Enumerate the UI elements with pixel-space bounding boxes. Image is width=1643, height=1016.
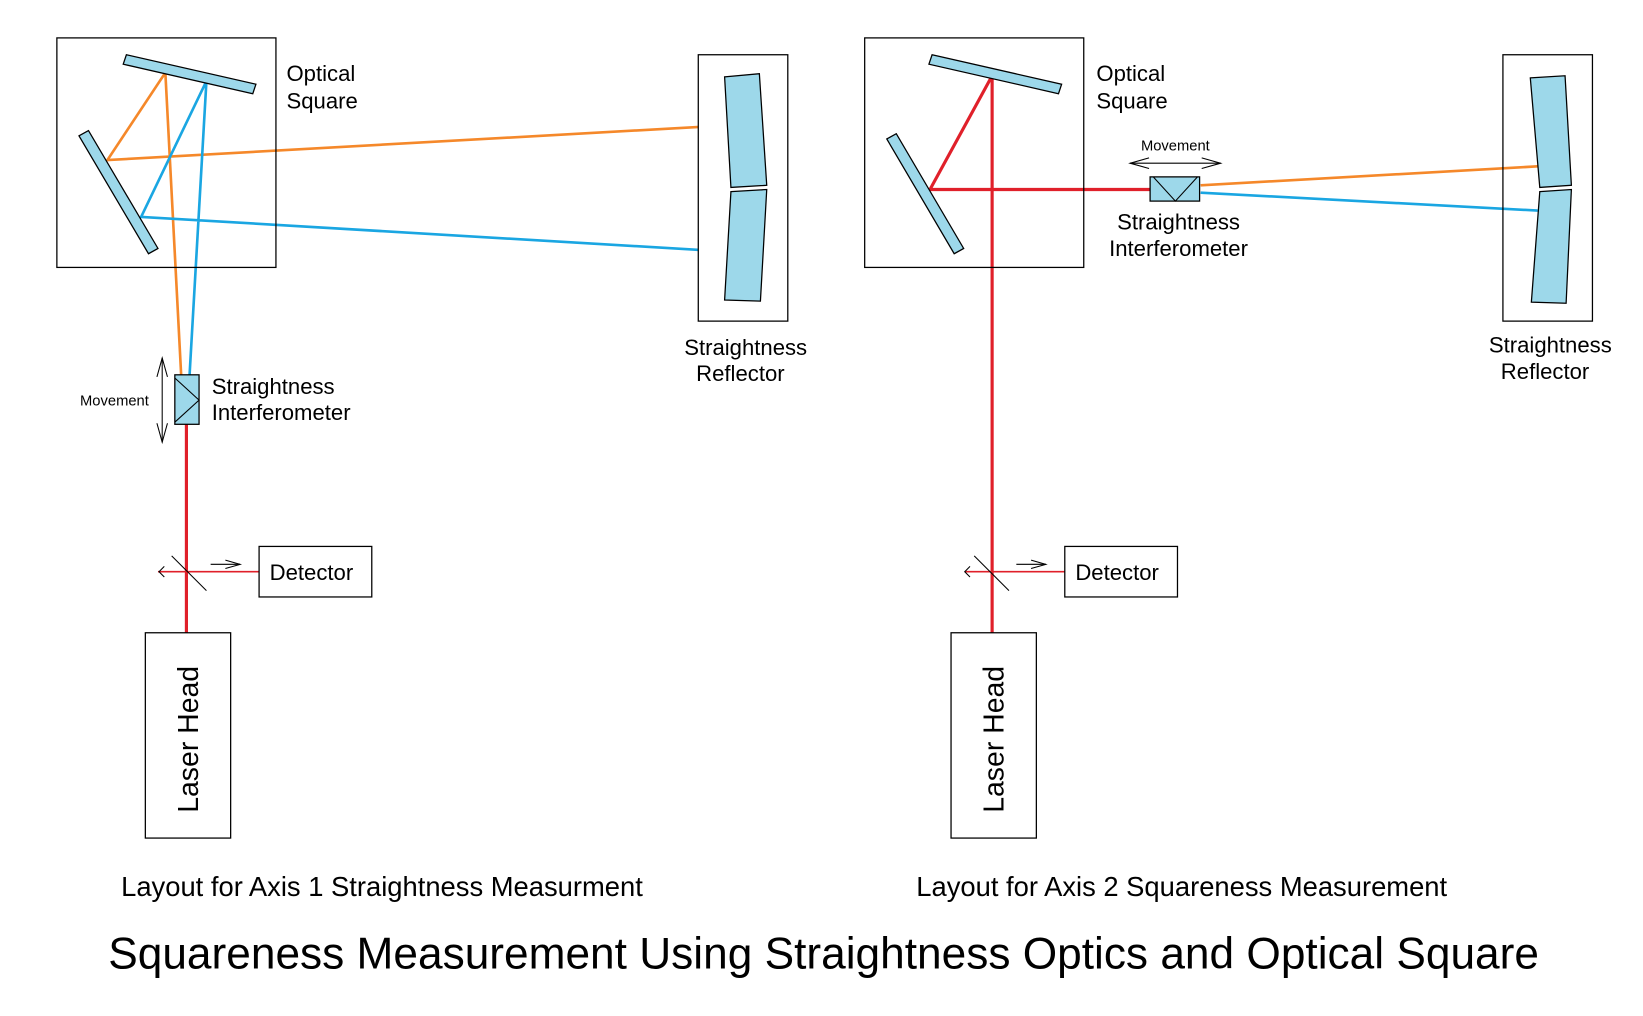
- left-laser-head-label: Laser Head: [173, 666, 205, 813]
- right-reflector-upper-mirror: [1529, 75, 1573, 189]
- left-layout: Optical Square Straightness Reflector St…: [56, 37, 807, 902]
- left-caption: Layout for Axis 1 Straightness Measurmen…: [121, 871, 643, 902]
- right-interferometer: [1149, 176, 1201, 202]
- left-detector-arrow-icon: [210, 559, 243, 570]
- right-detector-arrow-icon: [1016, 559, 1048, 570]
- left-movement-label: Movement: [80, 393, 149, 409]
- left-interferometer: [174, 374, 200, 425]
- right-optical-square-mirror-left: [885, 132, 965, 255]
- right-movement-label: Movement: [1141, 139, 1210, 155]
- left-interferometer-label-2: Interferometer: [212, 400, 351, 425]
- left-optical-square-label-2: Square: [286, 88, 357, 113]
- left-interferometer-prism-lines: [174, 377, 200, 423]
- right-detector-box: [1064, 545, 1179, 598]
- right-detector-label: Detector: [1075, 560, 1159, 585]
- right-interferometer-prism-lines: [1152, 176, 1198, 202]
- right-movement-arrow-icon: [1128, 157, 1223, 169]
- right-interferometer-label-2: Interferometer: [1109, 236, 1248, 261]
- left-laser-head-box: [144, 632, 232, 839]
- left-reflector-label-2: Reflector: [696, 361, 784, 386]
- diagram-title: Squareness Measurement Using Straightnes…: [108, 930, 1539, 979]
- left-optical-square-mirror-top: [122, 54, 257, 95]
- right-optical-square-label-1: Optical: [1096, 61, 1165, 86]
- left-optical-square-box: [56, 37, 277, 269]
- right-interferometer-label-1: Straightness: [1117, 210, 1240, 235]
- right-reflector-label-2: Reflector: [1501, 359, 1589, 384]
- left-optical-square-mirror-left: [78, 129, 159, 255]
- right-orange-beam: [1200, 165, 1538, 187]
- left-blue-beam: [139, 80, 729, 375]
- right-optical-square-label-2: Square: [1096, 88, 1167, 113]
- left-interferometer-label-1: Straightness: [212, 374, 335, 399]
- right-reflector-label-1: Straightness: [1489, 333, 1612, 358]
- right-blue-beam: [1200, 191, 1538, 212]
- right-caption: Layout for Axis 2 Squareness Measurement: [916, 871, 1447, 902]
- right-optical-square-mirror-top: [928, 54, 1063, 95]
- right-optical-square-box: [864, 37, 1085, 269]
- right-laser-head-label: Laser Head: [979, 666, 1011, 813]
- left-detector-box: [258, 545, 373, 598]
- left-reflector-label-1: Straightness: [684, 335, 807, 360]
- left-reflector-lower-mirror: [723, 188, 768, 302]
- right-beam-splitter: [973, 555, 1010, 592]
- right-laser-head-box: [950, 632, 1037, 839]
- left-detector-label: Detector: [270, 560, 354, 585]
- left-splitter-back-arrow-icon: [158, 566, 165, 578]
- left-orange-beam: [104, 68, 729, 375]
- right-square-beam: [927, 75, 1151, 192]
- left-movement-arrow-icon: [156, 356, 168, 445]
- right-reflector-lower-mirror: [1530, 188, 1573, 304]
- right-splitter-back-arrow-icon: [963, 566, 971, 578]
- left-beam-splitter: [171, 555, 207, 592]
- left-reflector-upper-mirror: [723, 73, 768, 189]
- right-layout: Optical Square Straightness Interferomet…: [864, 37, 1612, 902]
- left-optical-square-label-1: Optical: [286, 61, 355, 86]
- right-reflector-box: [1502, 54, 1594, 322]
